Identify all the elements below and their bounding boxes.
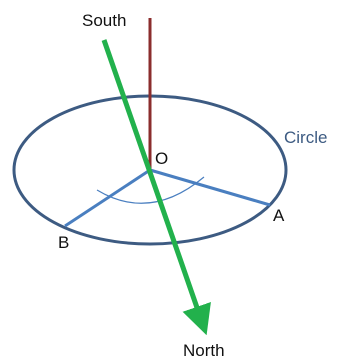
circle-label: Circle xyxy=(284,128,327,147)
point-b-label: B xyxy=(58,233,69,252)
south-north-arrow xyxy=(101,39,211,336)
north-label: North xyxy=(183,341,225,358)
angle-arc xyxy=(96,176,205,204)
south-label: South xyxy=(82,11,126,30)
center-o-label: O xyxy=(155,149,168,168)
radius-oa-line xyxy=(149,168,271,207)
radius-ob-line xyxy=(64,168,151,228)
point-a-label: A xyxy=(273,206,285,225)
